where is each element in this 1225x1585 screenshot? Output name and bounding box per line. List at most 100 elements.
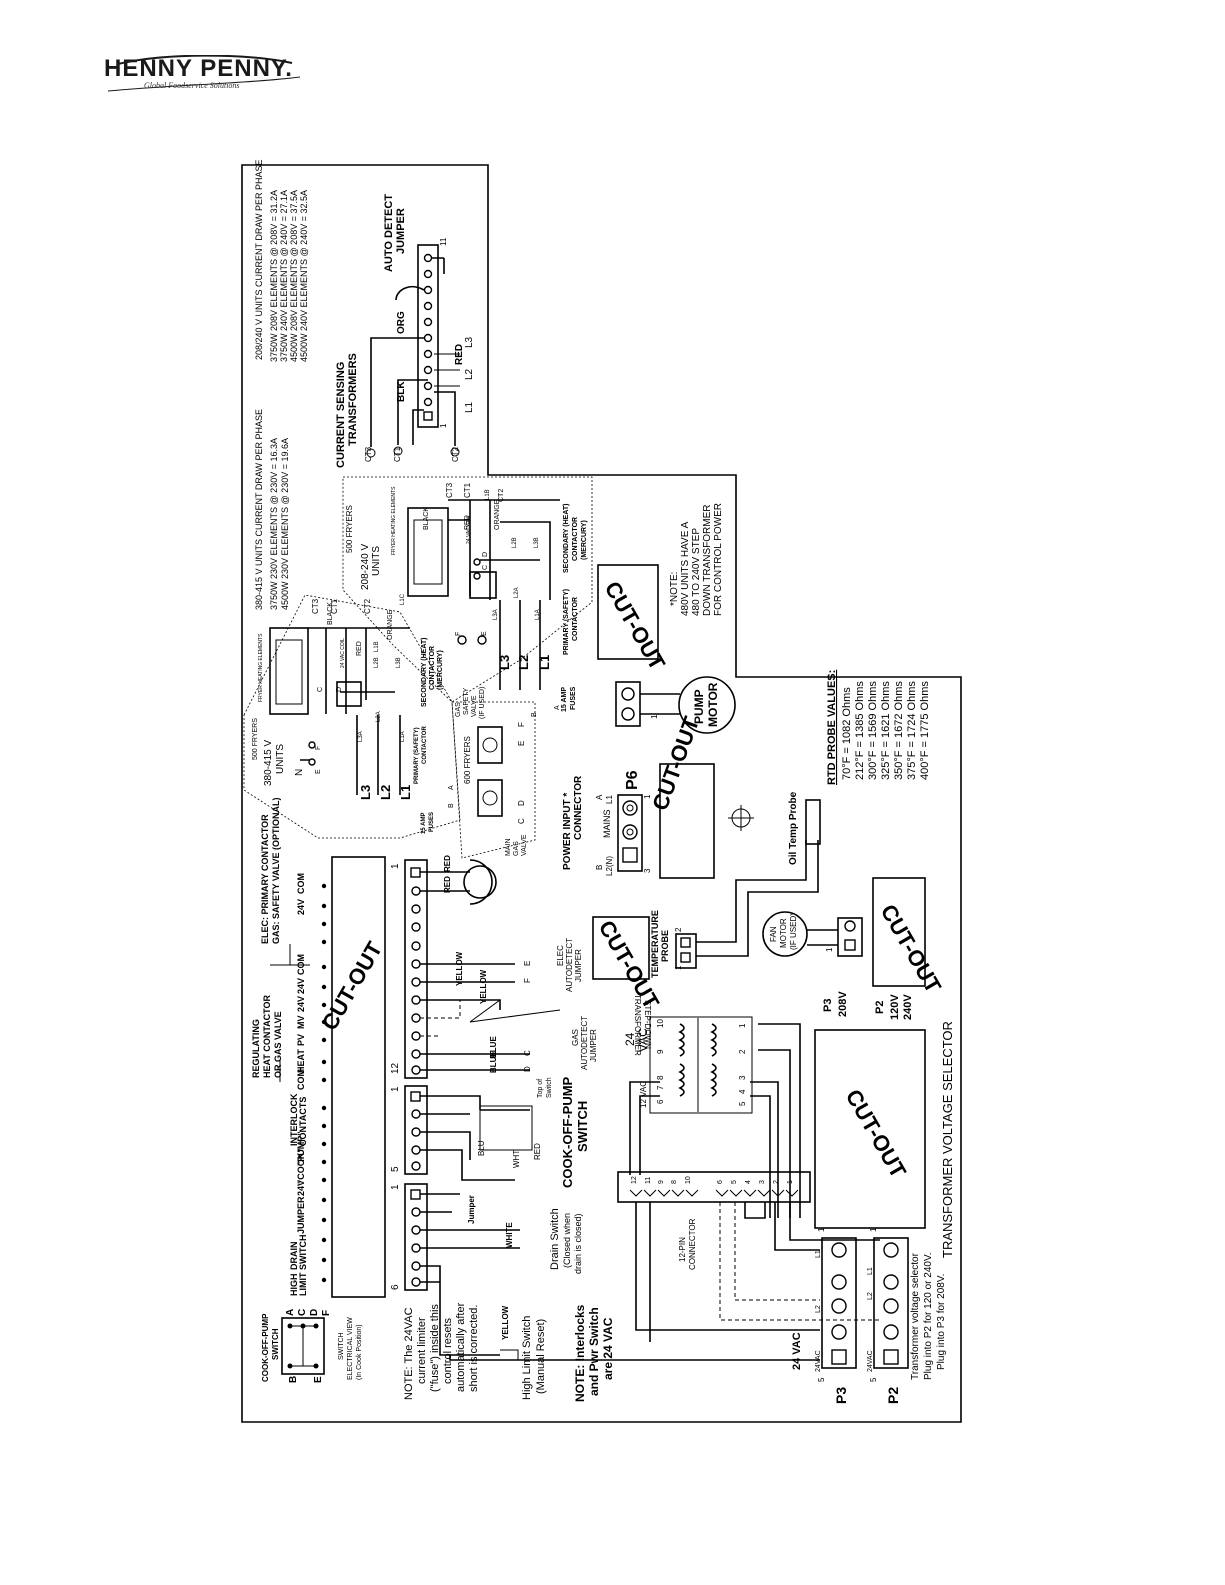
wire-red-2: RED (443, 876, 452, 893)
wire-yellow-1: YELLOW (455, 951, 464, 986)
pump-motor-2: MOTOR (706, 682, 720, 727)
fryer-500-208-block: 500 FRYERS 208-240 V UNITS BLACK ORANGE … (342, 476, 593, 717)
f208-coil: 24 VAC COIL (466, 514, 472, 544)
f600-main-3: VALVE (521, 834, 528, 856)
elec-primary-1: ELEC: PRIMARY CONTACTOR (260, 814, 270, 944)
v24-label: 24V (296, 1180, 306, 1196)
temperature-probe-block: CUT-OUT TEMPERATURE PROBE 2 1 Oil Temp P… (592, 791, 821, 1014)
regulating-2: HEAT CONTACTOR (262, 995, 272, 1078)
cutout-fan-label: CUT-OUT (876, 900, 947, 998)
power-input-block: POWER INPUT * CONNECTOR MAINS L2(N) L1 B… (562, 770, 652, 876)
rtd-value-2: 212°F = 1385 Ohms (854, 681, 866, 780)
f208-title-2: 208-240 V (360, 544, 371, 590)
f600-e: E (517, 741, 526, 746)
vac24-b: VAC (636, 1028, 650, 1052)
p6-a: A (595, 794, 604, 800)
drain-switch-label-2: SWITCH (298, 1235, 308, 1271)
f380-secondary-1: SECONDARY (HEAT) (421, 638, 428, 707)
sw-pin-d: D (309, 1309, 320, 1316)
cs-pin-11: 11 (439, 237, 448, 246)
f380-l3: L3 (358, 785, 373, 800)
f208-l1a: L1A (535, 609, 541, 620)
svg-text:8: 8 (656, 1075, 665, 1080)
interlock-terminals (410, 1189, 421, 1287)
cs-l1: L1 (464, 401, 475, 413)
f380-primary-2: CONTACTOR (422, 726, 428, 764)
note-480-1: *NOTE: (669, 572, 680, 606)
f380-title-2: 380-415 V (263, 740, 274, 786)
note-208-line-4: 4500W 240V ELEMENTS @ 240V = 32.5A (299, 190, 309, 362)
f380-l2: L2 (378, 785, 393, 800)
svg-text:6: 6 (656, 1099, 665, 1104)
cs-org: ORG (396, 311, 407, 334)
f380-n: N (294, 769, 305, 776)
f600-f: F (517, 722, 526, 727)
f208-c: C (482, 565, 489, 570)
pin-c: C (523, 1050, 532, 1056)
p3-pin-1: 1 (817, 1227, 826, 1232)
cs-title-2: TRANSFORMERS (347, 353, 359, 446)
f380-ct1: CT1 (330, 598, 339, 614)
note-fuse-3: ("fuse") inside this (429, 1304, 441, 1392)
high-limit-switch-1: High Limit Switch (521, 1316, 533, 1400)
main-pin-12: 12 (390, 1062, 401, 1074)
f208-l1c: L1C (400, 593, 406, 605)
vac24-a: 24 (623, 1032, 637, 1046)
controller-body (331, 856, 386, 1298)
cutout-p6 (659, 763, 715, 879)
svg-text:1: 1 (787, 1180, 794, 1184)
sw-elec-2: ELECTRICAL VIEW (347, 1317, 354, 1380)
xfmr-pins: 10 9 8 7 6 5 4 3 2 1 (656, 1019, 747, 1106)
p6-b: B (595, 865, 604, 870)
svg-text:5: 5 (738, 1101, 747, 1106)
main-terminals (410, 867, 421, 1075)
pin-label-24v-1: 24V (296, 899, 306, 915)
cs-connector (417, 244, 439, 428)
cs-ct3: CT3 (364, 446, 373, 462)
p2-pin-5: 5 (869, 1377, 878, 1382)
note-fuse-5: automatically after (455, 1302, 467, 1392)
pin12-2: CONNECTOR (688, 1218, 697, 1270)
f208-l2b: L2B (512, 537, 518, 548)
pin-dots-top (321, 883, 327, 1283)
elec-primary-2: GAS: SAFETY VALVE (OPTIONAL) (271, 797, 281, 944)
note-208-line-1: 3750W 208V ELEMENTS @ 208V = 31.2A (269, 190, 279, 362)
note-380-title: 380-415 V UNITS CURRENT DRAW PER PHASE (254, 409, 264, 610)
logo-swoosh-icon (107, 55, 301, 92)
logo-tagline: Global Foodservice Solutions (144, 81, 240, 90)
high-limit-label-1: HIGH (289, 1274, 299, 1297)
selector-note-3: Plug into P3 for 208V. (936, 1274, 947, 1370)
gas-autodetect-3: JUMPER (589, 1029, 598, 1062)
f208-heating: FRYER HEATING ELEMENTS (391, 486, 397, 555)
cs-pin-1: 1 (439, 423, 448, 428)
svg-text:11: 11 (645, 1177, 652, 1184)
svg-text:3: 3 (738, 1075, 747, 1080)
pump-pin-1: 1 (650, 714, 659, 719)
svg-text:2: 2 (738, 1049, 747, 1054)
p3-voltage: 208V (837, 991, 849, 1017)
gas-autodetect-1: GAS (571, 1029, 580, 1046)
step-down-1: STEP-DOWN (643, 1000, 652, 1049)
temp-probe-2: PROBE (660, 930, 670, 962)
rtd-value-1: 70°F = 1082 Ohms (841, 687, 853, 780)
p6-connector (617, 794, 643, 872)
f208-fuses-2: FUSES (570, 686, 577, 710)
f600-title: 600 FRYERS (463, 736, 472, 784)
pump-motor-1: PUMP (692, 689, 706, 724)
f208-l2a: L2A (514, 587, 520, 598)
rtd-value-6: 375°F = 1724 Ohms (906, 681, 918, 780)
p3-24vac: 24VAC (815, 1350, 822, 1372)
switch-wht: WHT (512, 1150, 521, 1168)
interlock-2: CONTACTS (298, 1097, 308, 1146)
mains: MAINS (602, 809, 612, 838)
rtd-value-3: 300°F = 1569 Ohms (867, 681, 879, 780)
regulating-1: REGULATING (251, 1019, 261, 1078)
svg-text:2: 2 (773, 1180, 780, 1184)
f600-safety-1: GAS (455, 702, 462, 717)
top-switch-1: Top of (537, 1079, 544, 1098)
svg-text:9: 9 (656, 1049, 665, 1054)
f380-c: C (317, 687, 324, 692)
jumper-label: JUMPER (296, 1196, 306, 1234)
svg-text:1: 1 (738, 1023, 747, 1028)
cs-autodetect-2: JUMPER (395, 208, 407, 254)
